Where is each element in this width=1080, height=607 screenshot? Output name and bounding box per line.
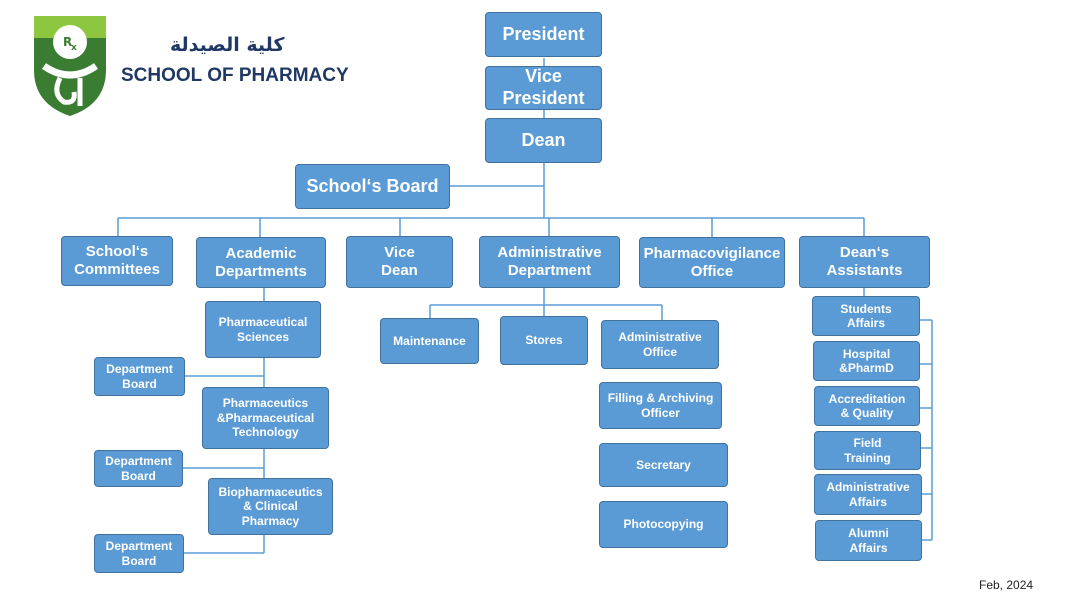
alumni-affairs-box: Alumni Affairs (815, 520, 922, 561)
students-affairs-box: Students Affairs (812, 296, 920, 336)
accreditation-quality-box: Accreditation & Quality (814, 386, 920, 426)
maintenance-box: Maintenance (380, 318, 479, 364)
department-board-3-box: Department Board (94, 534, 184, 573)
school-name: SCHOOL OF PHARMACY (121, 65, 349, 86)
arabic-school-name: كلية الصيدلة (170, 34, 285, 56)
president-box: President (485, 12, 602, 57)
department-board-1-box: Department Board (94, 357, 185, 396)
academic-departments-box: Academic Departments (196, 237, 326, 288)
svg-text:x: x (71, 43, 77, 53)
pharmacovigilance-office-box: Pharmacovigilance Office (639, 237, 785, 288)
administrative-affairs-box: Administrative Affairs (814, 474, 922, 515)
photocopying-box: Photocopying (599, 501, 728, 548)
hospital-pharmd-box: Hospital &PharmD (813, 341, 920, 381)
schools-board-box: School‘s Board (295, 164, 450, 209)
school-logo: R x (34, 16, 106, 116)
pharmaceutics-box: Pharmaceutics &Pharmaceutical Technology (202, 387, 329, 449)
administrative-department-box: Administrative Department (479, 236, 620, 288)
pharmaceutical-sciences-box: Pharmaceutical Sciences (205, 301, 321, 358)
administrative-office-box: Administrative Office (601, 320, 719, 369)
stores-box: Stores (500, 316, 588, 365)
filling-archiving-box: Filling & Archiving Officer (599, 382, 722, 429)
date-label: Feb, 2024 (979, 578, 1034, 592)
secretary-box: Secretary (599, 443, 728, 487)
biopharmaceutics-box: Biopharmaceutics & Clinical Pharmacy (208, 478, 333, 535)
department-board-2-box: Department Board (94, 450, 183, 487)
svg-text:R: R (63, 35, 72, 49)
field-training-box: Field Training (814, 431, 921, 470)
vice-dean-box: Vice Dean (346, 236, 453, 288)
vice-president-box: Vice President (485, 66, 602, 110)
dean-box: Dean (485, 118, 602, 163)
schools-committees-box: School‘s Committees (61, 236, 173, 286)
deans-assistants-box: Dean‘s Assistants (799, 236, 930, 288)
